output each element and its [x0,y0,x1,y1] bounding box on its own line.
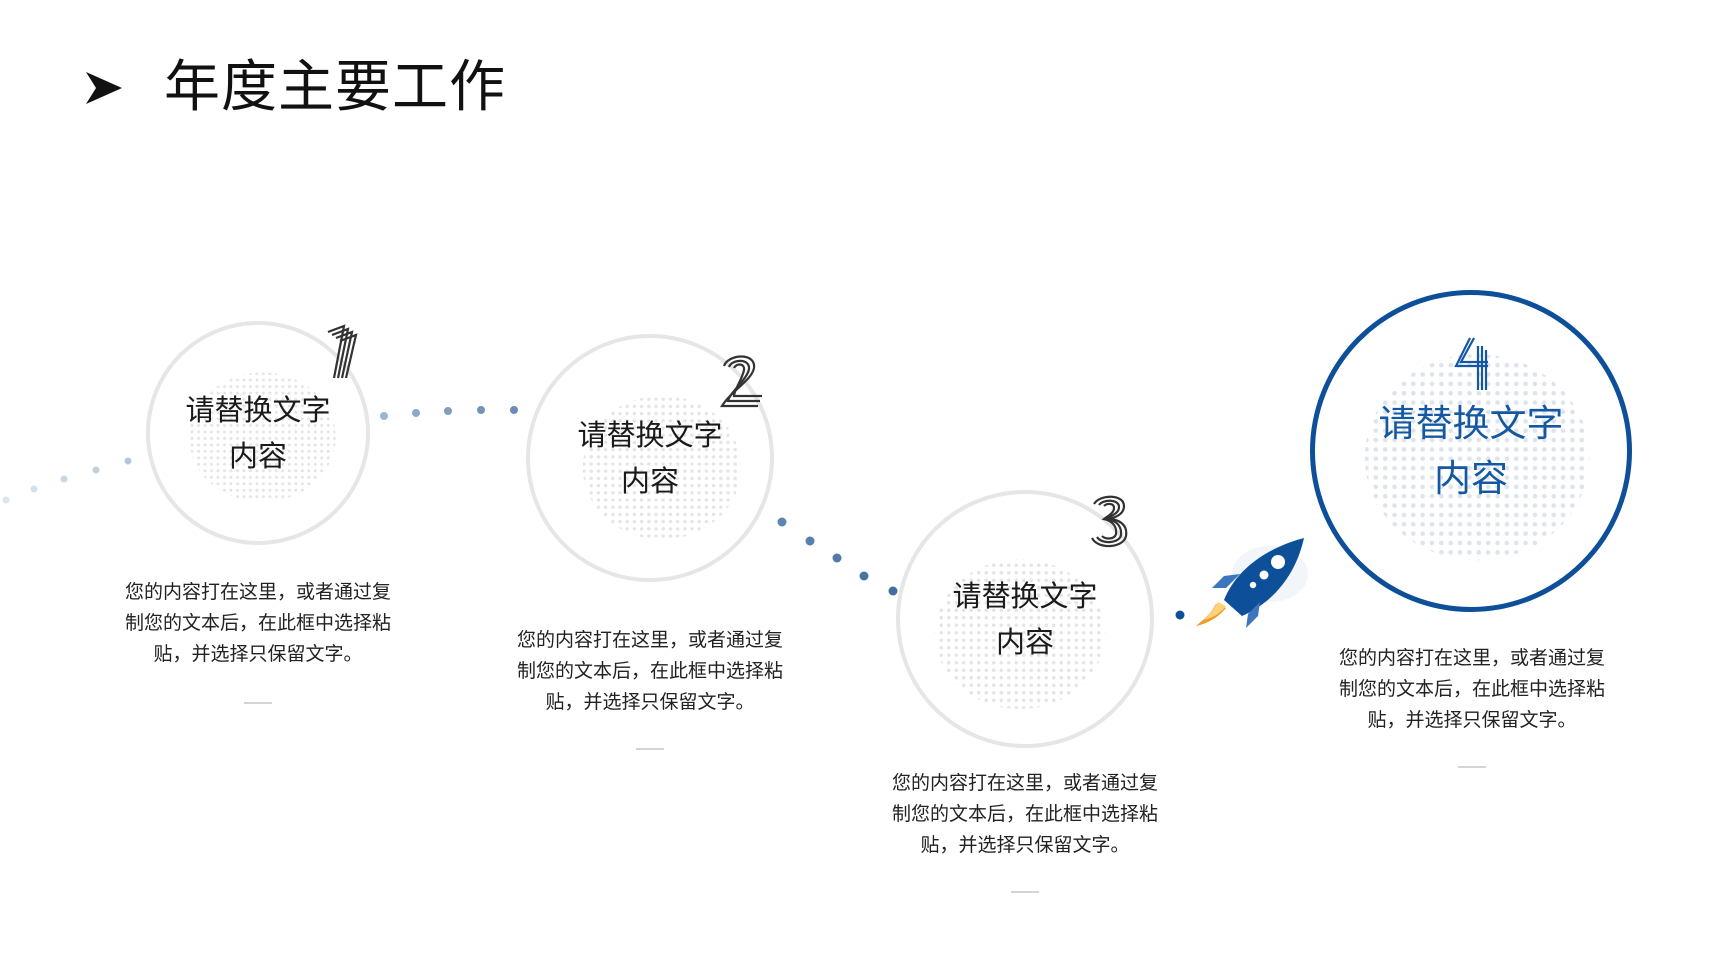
step-label-2: 请替换文字内容 [577,418,723,498]
divider-dash-1 [244,702,272,704]
step-label-4: 请替换文字内容 [1378,402,1564,500]
divider-dash-4 [1458,766,1486,768]
step-number-4: 4 [1452,336,1494,396]
step-description-3: 您的内容打在这里，或者通过复制您的文本后，在此框中选择粘贴，并选择只保留文字。 [891,772,1158,856]
path-dots-3 [777,517,898,596]
step-label-3: 请替换文字内容 [952,579,1098,659]
dotted-globe-icon [1364,354,1590,561]
step-label-1: 请替换文字内容 [185,393,331,473]
svg-text:1: 1 [318,322,328,326]
dotted-globe-icon [935,559,1105,709]
step-circle-1: 请替换文字内容 [146,321,370,545]
step-circle-2: 请替换文字内容 [526,334,774,582]
path-dots-2 [380,406,518,420]
divider-dash-2 [636,748,664,750]
svg-text:3: 3 [1088,492,1098,496]
step-circle-4: 请替换文字内容 [1310,290,1632,612]
svg-text:4: 4 [1452,336,1462,340]
step-description-1: 您的内容打在这里，或者通过复制您的文本后，在此框中选择粘贴，并选择只保留文字。 [124,581,391,665]
step-circle-3: 请替换文字内容 [896,490,1154,748]
step-number-2: 2 [718,350,766,416]
path-dots-1 [2,457,132,504]
svg-text:2: 2 [718,350,728,354]
step-number-3: 3 [1088,492,1132,554]
divider-dash-3 [1011,891,1039,893]
title-row: 年度主要工作 [84,60,506,116]
path-dot-end [1175,610,1185,620]
step-description-4: 您的内容打在这里，或者通过复制您的文本后，在此框中选择粘贴，并选择只保留文字。 [1338,647,1605,731]
dotted-globe-icon [582,395,742,540]
arrowhead-icon [86,72,122,104]
step-description-2: 您的内容打在这里，或者通过复制您的文本后，在此框中选择粘贴，并选择只保留文字。 [516,629,783,713]
step-number-1: 1 [318,322,364,386]
page-title: 年度主要工作 [164,55,506,120]
rocket-icon [1196,538,1308,628]
dotted-globe-icon [188,372,336,503]
